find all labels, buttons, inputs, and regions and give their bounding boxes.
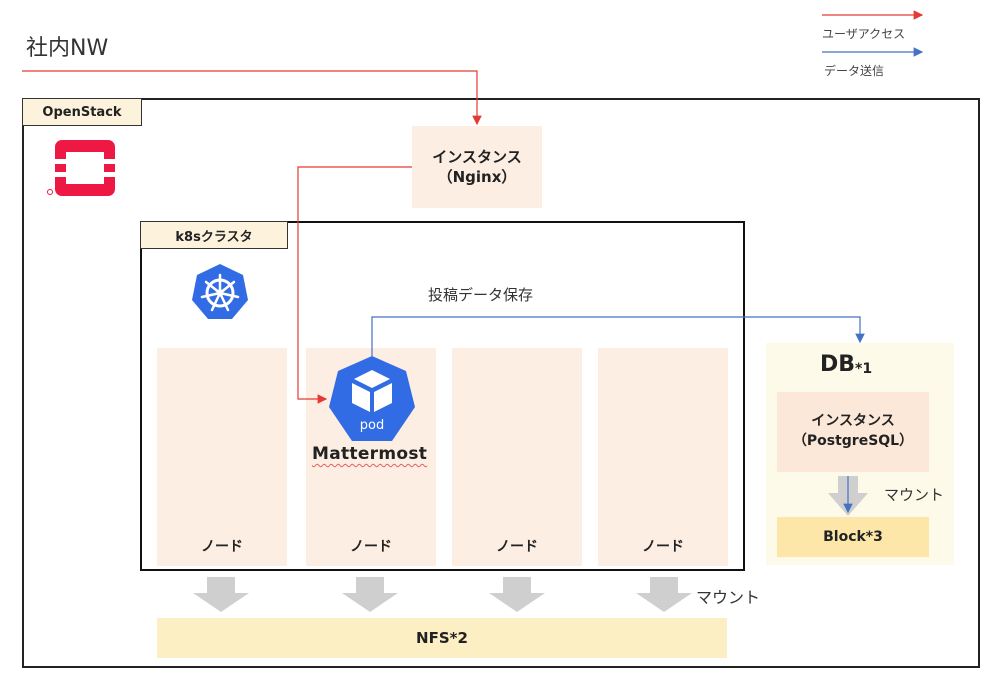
nginx-instance-title: インスタンス: [432, 147, 522, 166]
k8s-cluster-label: k8sクラスタ: [140, 221, 288, 249]
nginx-instance-subtitle: （Nginx）: [437, 168, 517, 186]
pod-icon: [322, 354, 422, 446]
data-send-arrow-to-db: [371, 316, 865, 356]
nfs-mount-arrow-icon: [636, 577, 692, 612]
postgresql-instance-box: インスタンス （PostgreSQL）: [777, 392, 929, 472]
db-mount-label: マウント: [884, 486, 945, 504]
block-storage-box: Block*3: [777, 517, 929, 557]
openstack-logo-icon: [46, 138, 118, 198]
node-4: ノード: [598, 348, 728, 566]
node-label: ノード: [496, 539, 538, 555]
k8s-cluster-frame: [140, 221, 745, 571]
legend-data-send-label: データ送信: [824, 64, 885, 78]
db-title-note: *1: [855, 361, 873, 377]
network-title: 社内NW: [26, 36, 109, 61]
user-access-arrow-to-nginx: [22, 70, 482, 126]
nfs-mount-arrow-icon: [489, 577, 545, 612]
postgresql-instance-subtitle: （PostgreSQL）: [792, 433, 914, 449]
postgresql-instance-title: インスタンス: [811, 413, 895, 430]
legend-user-access-label: ユーザアクセス: [822, 27, 906, 41]
node-label: ノード: [350, 539, 392, 555]
pod-label: pod: [359, 418, 385, 433]
db-title: DB*1: [820, 352, 873, 377]
kubernetes-logo-icon: [190, 262, 250, 320]
user-access-arrow-to-pod: [297, 166, 412, 404]
nginx-instance-box: インスタンス （Nginx）: [412, 126, 542, 208]
node-1: ノード: [157, 348, 287, 566]
nfs-mount-arrow-icon: [342, 577, 398, 612]
post-data-save-label: 投稿データ保存: [428, 286, 534, 304]
nfs-mount-arrow-icon: [193, 577, 249, 612]
node-3: ノード: [452, 348, 582, 566]
openstack-frame: [22, 98, 980, 668]
node-label: ノード: [201, 539, 243, 555]
nfs-mount-label: マウント: [696, 588, 761, 607]
node-label: ノード: [642, 539, 684, 555]
mattermost-label: Mattermost: [312, 444, 428, 464]
openstack-label: OpenStack: [22, 98, 142, 126]
nfs-storage-box: NFS*2: [157, 618, 727, 658]
